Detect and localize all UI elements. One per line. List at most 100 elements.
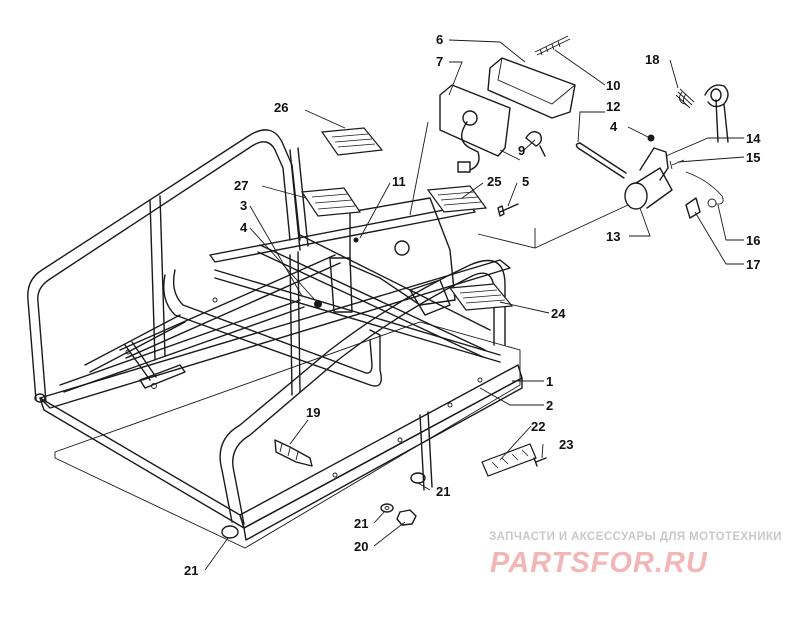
callout-15: 16 [746,233,760,248]
callout-25: 25 [487,174,501,189]
callout-5: 5 [522,174,529,189]
screw-14-icon [669,159,685,170]
watermark: ЗАПЧАСТИ И АКСЕССУАРЫ ДЛЯ МОТОТЕХНИКИ PA… [489,531,782,579]
lower-plate [409,279,451,316]
decal-26 [320,127,384,156]
nut-4-right-icon [647,134,655,142]
tail-light-housing [439,84,511,157]
rail-hole [447,402,453,408]
back-upright [289,147,309,251]
mount-plate [349,197,456,306]
hitch-bracket [639,147,669,181]
callout-2: 2 [546,398,553,413]
rear-support-left [289,251,301,396]
screw-23-icon [533,457,547,467]
bolt-5-icon [497,203,519,217]
lanyard [685,171,724,205]
bottom-fasteners [34,393,547,539]
rack-floor-outline [54,321,521,549]
tail-light-assembly [439,35,576,217]
right-hoop-rung-b [172,269,373,374]
front-rail [39,259,511,409]
callout-16: 17 [746,257,760,272]
callout-7: 7 [436,54,443,69]
callout-20: 21 [354,516,368,531]
lens-edge [497,57,576,105]
callout-26: 26 [274,100,288,115]
right-hoop [219,259,506,523]
watermark-tagline: ЗАПЧАСТИ И АКСЕССУАРЫ ДЛЯ МОТОТЕХНИКИ [489,531,782,543]
cross-bar-4 [214,269,501,363]
wire-harness [461,121,480,171]
callout-23: 23 [559,437,573,452]
cross-bar-3 [59,299,305,393]
lower-front-bar-b [243,377,523,541]
spring-icon [675,88,695,109]
cross-bar-6 [299,234,491,331]
hitch-pin [575,142,627,179]
rack-frame [27,129,523,549]
back-rail [209,204,476,263]
lanyard-ring [707,198,717,208]
watermark-logo: PARTSFOR.RU [490,547,708,579]
callout-18: 19 [306,405,320,420]
callout-21-right: 21 [436,484,450,499]
bolt-18-icon [274,439,313,467]
callout-24: 24 [551,306,566,321]
leader-lines [204,39,745,571]
washer-20-icon [380,503,394,513]
callout-9: 10 [606,78,620,93]
callout-10: 11 [392,174,406,189]
nut-19-icon [396,509,417,526]
bolt-18-thread [279,443,299,461]
rail-hole [125,349,131,355]
left-hoop [27,129,301,401]
rail-hole [397,437,403,443]
reflector-22 [481,443,537,477]
callout-4-right: 4 [610,119,618,134]
callout-3: 3 [240,198,247,213]
decal-27 [300,187,362,217]
callout-14: 15 [746,150,760,165]
end-cap-corner [34,393,46,403]
ring-hole [710,88,722,102]
callout-13: 14 [746,131,761,146]
hitch-assembly [575,84,729,219]
rail-hole [332,472,338,478]
guide-lines [409,121,629,249]
connector [457,161,471,173]
plate-hole [394,240,410,256]
right-hoop-rung [163,274,382,387]
callout-11: 12 [606,99,620,114]
rail-hole [151,383,157,389]
callout-4-left: 4 [240,220,248,235]
washer-20-hole [384,506,390,510]
bulb-guide [499,149,521,161]
bracket-3 [329,257,353,313]
left-side-bar [39,397,245,529]
callout-12: 13 [606,229,620,244]
screw-9-icon [534,35,571,56]
screw-10-icon [353,237,359,243]
callout-17: 18 [645,52,659,67]
end-cap-left [221,525,239,539]
rail-hole [477,377,483,383]
housing-socket [462,110,478,126]
cross-bar-7 [139,364,186,389]
left-upright [149,195,166,361]
clip [685,197,701,219]
callout-labels: 6 7 10 12 18 4 14 15 9 26 27 11 25 5 3 4… [184,32,761,578]
mount-bracket [314,197,456,316]
right-hoop-inner [232,272,495,525]
callout-27: 27 [234,178,248,193]
left-hoop-inner [37,141,291,403]
callout-8: 9 [518,143,525,158]
decal-24 [448,283,514,311]
callout-19: 20 [354,539,368,554]
nut-4-icon [314,300,322,308]
tail-light-lens [487,57,576,119]
rear-support-right [419,411,433,491]
bulb-icon [525,131,546,157]
hitch-receiver [624,182,648,210]
rail-hole [212,297,218,303]
